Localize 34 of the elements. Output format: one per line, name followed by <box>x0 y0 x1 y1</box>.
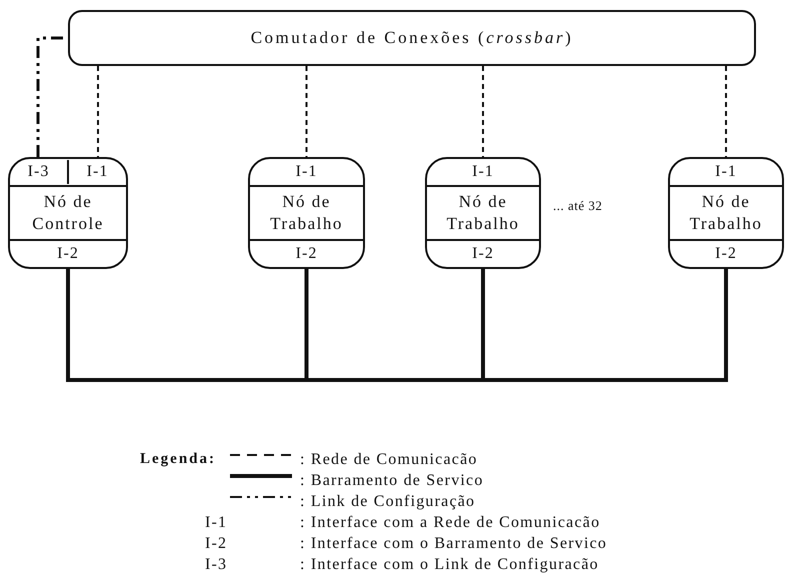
node-title: Nó de Trabalho <box>688 191 764 235</box>
connector-line <box>306 66 308 157</box>
legend-text: : Interface com o Barramento de Servico <box>300 535 608 553</box>
node-title: Comutador de Conexões (crossbar) <box>250 27 574 49</box>
connector-line <box>97 66 99 157</box>
note-text: ... até 32 <box>553 198 602 214</box>
connector-line <box>482 66 484 157</box>
legend-text: : Barramento de Servico <box>300 472 484 490</box>
legend-text: : Rede de Comunicacão <box>300 451 478 469</box>
interface-label: I-1 <box>205 514 228 532</box>
legend-text: : Interface com a Rede de Comunicacão <box>300 514 600 532</box>
interface-label: I-2 <box>205 535 228 553</box>
node-title: Nó de Trabalho <box>446 191 520 235</box>
node-box <box>248 157 365 269</box>
legend-text: : Link de Configuração <box>300 493 476 511</box>
interface-label: I-2 <box>472 244 494 264</box>
interface-label: I-2 <box>296 244 318 264</box>
interface-label: I-1 <box>294 162 318 182</box>
interface-label: I-1 <box>471 162 495 182</box>
node-box <box>8 157 128 269</box>
interface-label: I-1 <box>714 162 738 182</box>
interface-label: I-3 <box>205 556 228 574</box>
crossbar-box <box>68 10 756 66</box>
connector-line <box>725 66 727 157</box>
interface-label: I-2 <box>715 244 737 264</box>
interface-label: I-1 <box>86 162 110 182</box>
node-box <box>668 157 784 269</box>
interface-label: I-3 <box>10 160 69 184</box>
node-box <box>425 157 541 269</box>
node-title: Nó de Controle <box>31 191 105 235</box>
legend-text: : Interface com o Link de Configuracão <box>300 556 599 574</box>
interface-label: I-2 <box>57 244 79 264</box>
node-title: Nó de Trabalho <box>269 191 344 235</box>
legend-title: Legenda: <box>140 451 216 468</box>
